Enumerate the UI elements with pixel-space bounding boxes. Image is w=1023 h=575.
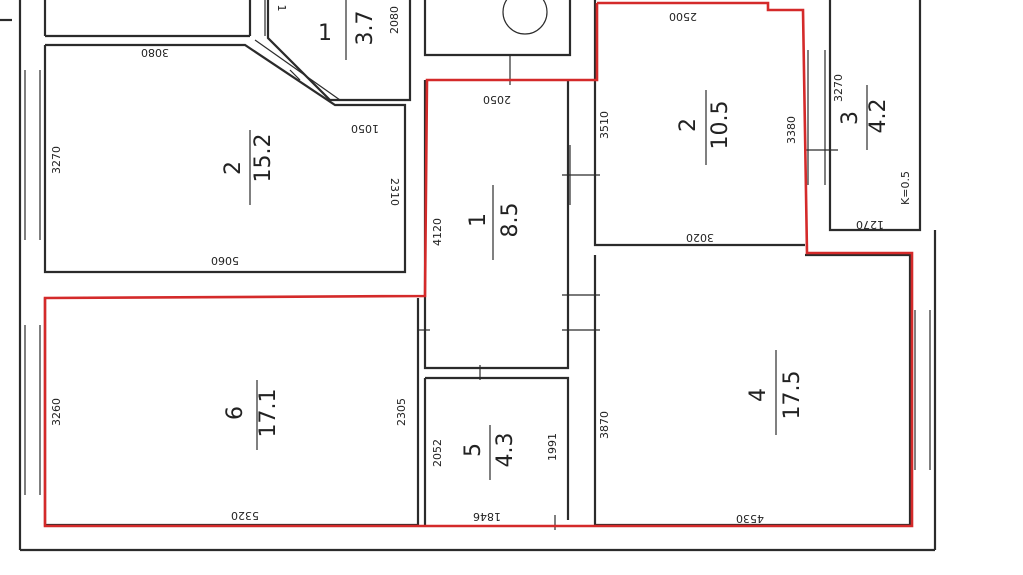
- room-2-right-area: 10.5: [708, 101, 733, 150]
- dim-3080: 3080: [141, 46, 169, 59]
- dim-2305: 2305: [395, 398, 408, 426]
- dim-2080: 2080: [388, 6, 401, 34]
- dim-top-1: 1: [275, 5, 288, 12]
- room-4-area: 17.5: [780, 371, 805, 420]
- dim-2310: 2310: [388, 178, 401, 206]
- dim-4120: 4120: [431, 218, 444, 246]
- room-3-balcony-number: 3: [838, 111, 863, 125]
- dim-1270: 1270: [856, 218, 884, 231]
- room-5-area: 4.3: [493, 433, 518, 468]
- room-5-number: 5: [461, 443, 486, 457]
- dim-1050: 1050: [351, 122, 379, 135]
- room-6-area: 17.1: [256, 389, 281, 438]
- room-4: 4 17.5: [746, 350, 805, 435]
- dim-2500: 2500: [669, 10, 697, 23]
- room-6-number: 6: [223, 406, 248, 420]
- room-1-hall-number: 1: [466, 213, 491, 227]
- room-1-hall: 1 8.5: [466, 185, 523, 260]
- room-2-left-area: 15.2: [251, 134, 276, 183]
- dim-5320: 5320: [231, 509, 259, 522]
- dim-3260: 3260: [50, 398, 63, 426]
- room-5: 5 4.3: [461, 425, 518, 480]
- room-3-balcony-area: 4.2: [866, 99, 891, 134]
- room-6: 6 17.1: [223, 380, 281, 450]
- dim-3270-balcony: 3270: [832, 74, 845, 102]
- room-2-right-number: 2: [676, 118, 701, 132]
- room-1-top-number: 1: [318, 21, 332, 46]
- room-3-balcony-coef: K=0.5: [899, 171, 912, 205]
- room-3-balcony: 3 4.2 K=0.5: [838, 85, 912, 205]
- dim-1991: 1991: [546, 433, 559, 461]
- room-4-number: 4: [746, 388, 771, 402]
- dim-5060: 5060: [211, 254, 239, 267]
- dim-4530: 4530: [736, 512, 764, 525]
- dim-3510: 3510: [598, 111, 611, 139]
- dim-2052: 2052: [431, 439, 444, 467]
- dim-2050: 2050: [483, 93, 511, 106]
- dim-3270-left: 3270: [50, 146, 63, 174]
- apartment-outline: [43, 1, 914, 528]
- dim-3380: 3380: [785, 116, 798, 144]
- room-2-left-number: 2: [221, 161, 246, 175]
- room-2-right: 2 10.5: [676, 90, 733, 165]
- dim-3020: 3020: [686, 231, 714, 244]
- room-1-top-area: 3.7: [353, 11, 378, 46]
- dim-3870: 3870: [598, 411, 611, 439]
- room-1-hall-area: 8.5: [498, 203, 523, 238]
- room-2-left: 2 15.2: [221, 130, 276, 205]
- room-1-top: 1 3.7: [318, 0, 378, 60]
- walls: [0, 0, 937, 552]
- dimension-labels: 1 2080 3080 1050 3270 2310 5060 2050 412…: [50, 5, 884, 526]
- dim-1846: 1846: [473, 510, 501, 523]
